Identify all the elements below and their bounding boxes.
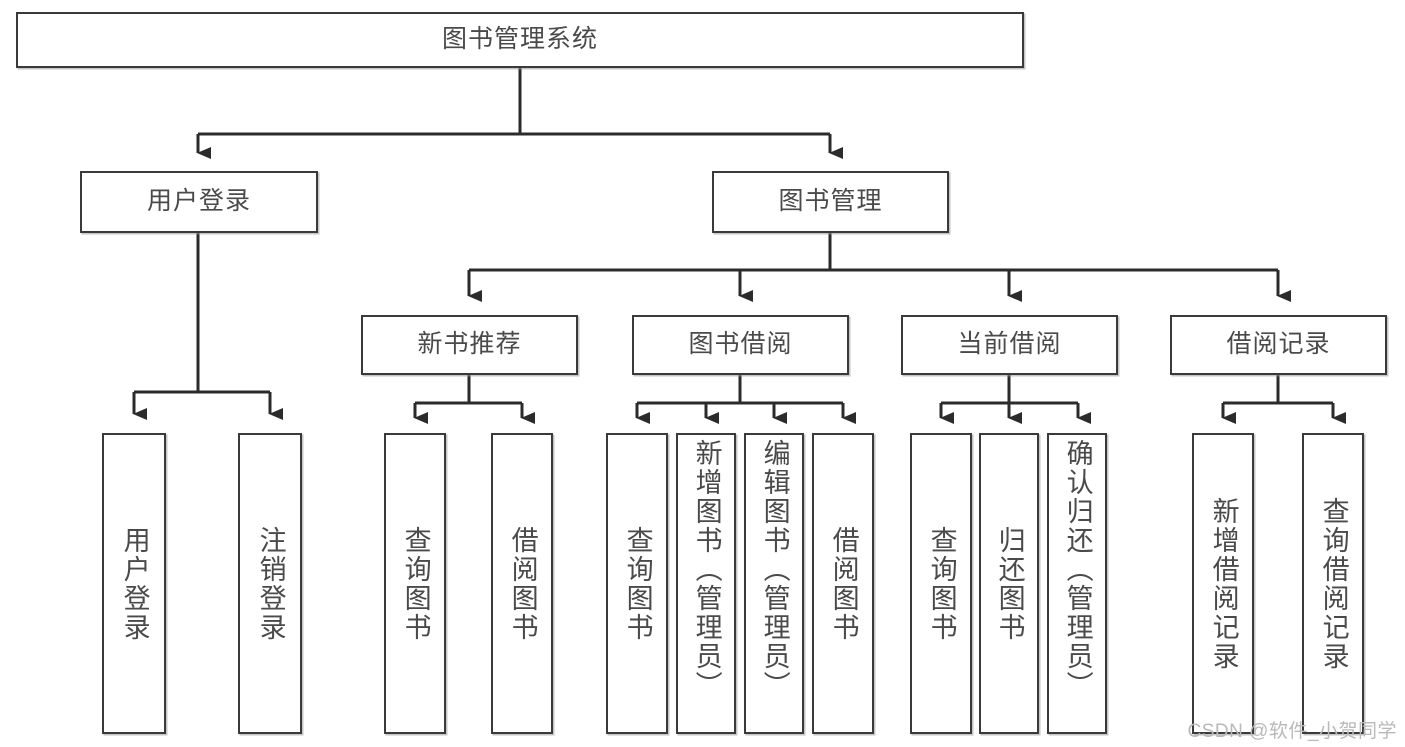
node-label: 新增借阅记录 bbox=[1208, 496, 1239, 671]
leaf-user-login-logout[interactable]: 注销登录 bbox=[238, 433, 302, 734]
node-book-management[interactable]: 图书管理 bbox=[712, 171, 949, 233]
node-label: 查询图书 bbox=[926, 525, 957, 642]
leaf-records-add-record[interactable]: 新增借阅记录 bbox=[1192, 433, 1254, 734]
node-label: 新增图书（管理员） bbox=[691, 439, 722, 700]
leaf-borrow-borrow-book[interactable]: 借阅图书 bbox=[812, 433, 874, 734]
node-label: 借阅图书 bbox=[507, 525, 538, 642]
node-label: 新书推荐 bbox=[417, 330, 522, 359]
node-current-borrow[interactable]: 当前借阅 bbox=[901, 315, 1118, 375]
leaf-new-book-query[interactable]: 查询图书 bbox=[384, 433, 446, 734]
node-label: 查询借阅记录 bbox=[1318, 496, 1349, 671]
node-label: 查询图书 bbox=[400, 525, 431, 642]
node-label: 归还图书 bbox=[994, 525, 1025, 642]
leaf-records-query-record[interactable]: 查询借阅记录 bbox=[1302, 433, 1364, 734]
node-label: 借阅记录 bbox=[1226, 330, 1331, 359]
leaf-current-confirm-return-admin[interactable]: 确认归还（管理员） bbox=[1047, 433, 1107, 734]
node-label: 图书借阅 bbox=[688, 330, 793, 359]
node-label: 确认归还（管理员） bbox=[1062, 439, 1093, 700]
leaf-borrow-query-book[interactable]: 查询图书 bbox=[606, 433, 668, 734]
watermark-text: CSDN @软件_小贺同学 bbox=[1187, 721, 1397, 742]
node-root-system[interactable]: 图书管理系统 bbox=[16, 12, 1024, 68]
node-label: 用户登录 bbox=[119, 525, 150, 642]
node-label: 图书管理 bbox=[778, 187, 883, 216]
node-new-book-recommend[interactable]: 新书推荐 bbox=[361, 315, 578, 375]
node-user-login[interactable]: 用户登录 bbox=[80, 171, 318, 233]
leaf-borrow-add-book-admin[interactable]: 新增图书（管理员） bbox=[676, 433, 736, 734]
node-label: 用户登录 bbox=[146, 187, 251, 216]
leaf-user-login-login[interactable]: 用户登录 bbox=[102, 433, 166, 734]
node-book-borrow[interactable]: 图书借阅 bbox=[632, 315, 849, 375]
node-label: 图书管理系统 bbox=[441, 25, 598, 54]
leaf-borrow-edit-book-admin[interactable]: 编辑图书（管理员） bbox=[744, 433, 804, 734]
node-label: 编辑图书（管理员） bbox=[759, 439, 790, 700]
node-borrow-records[interactable]: 借阅记录 bbox=[1170, 315, 1387, 375]
node-label: 注销登录 bbox=[255, 525, 286, 642]
node-label: 当前借阅 bbox=[957, 330, 1062, 359]
node-label: 查询图书 bbox=[622, 525, 653, 642]
node-label: 借阅图书 bbox=[828, 525, 859, 642]
leaf-new-book-borrow[interactable]: 借阅图书 bbox=[491, 433, 553, 734]
leaf-current-query-book[interactable]: 查询图书 bbox=[910, 433, 972, 734]
leaf-current-return-book[interactable]: 归还图书 bbox=[979, 433, 1039, 734]
